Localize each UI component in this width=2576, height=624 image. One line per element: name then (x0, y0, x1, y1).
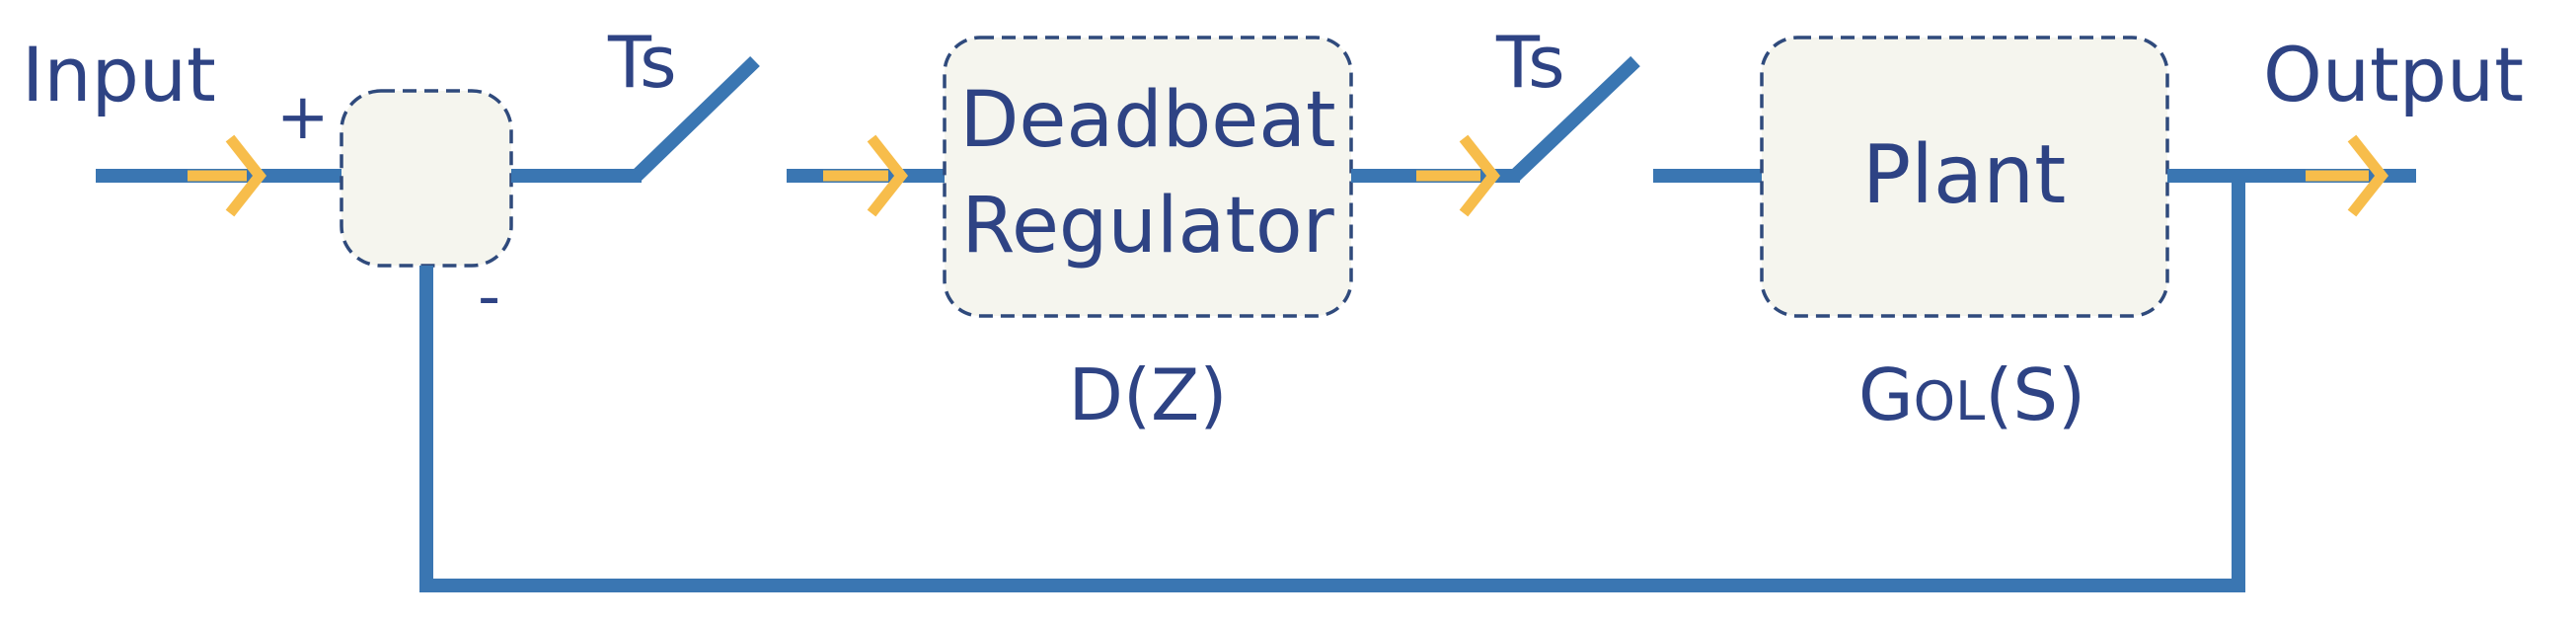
sampler-2-label: Ts (1495, 21, 1565, 104)
plant-transfer-function: GOL(S) (1858, 353, 2085, 436)
minus-sign: - (478, 261, 500, 334)
summing-junction (340, 89, 513, 268)
input-label: Input (22, 31, 216, 118)
regulator-transfer-function: D(Z) (1069, 353, 1228, 436)
plant-tf-main: G (1858, 353, 1914, 436)
plant-label: Plant (1862, 128, 2067, 222)
feedback-path (419, 176, 2245, 592)
plant-tf-arg: (S) (1985, 353, 2085, 436)
plant-tf-sub: OL (1914, 370, 1986, 432)
deadbeat-regulator-block (943, 36, 1353, 318)
regulator-label-line2: Regulator (961, 182, 1334, 271)
output-arrow-head (2347, 134, 2389, 217)
sampler-1-switch (632, 55, 760, 182)
sampler-2-switch (1510, 55, 1640, 182)
regulator-input-arrow-head (867, 134, 909, 217)
plant-block (1760, 36, 2169, 318)
input-arrow-head (225, 134, 267, 217)
regulator-label-line1: Deadbeat (959, 76, 1335, 165)
sampler-1-label: Ts (607, 21, 677, 104)
regulator-output-arrow-head (1459, 134, 1501, 217)
plus-sign: + (276, 81, 330, 154)
output-label: Output (2263, 31, 2524, 118)
